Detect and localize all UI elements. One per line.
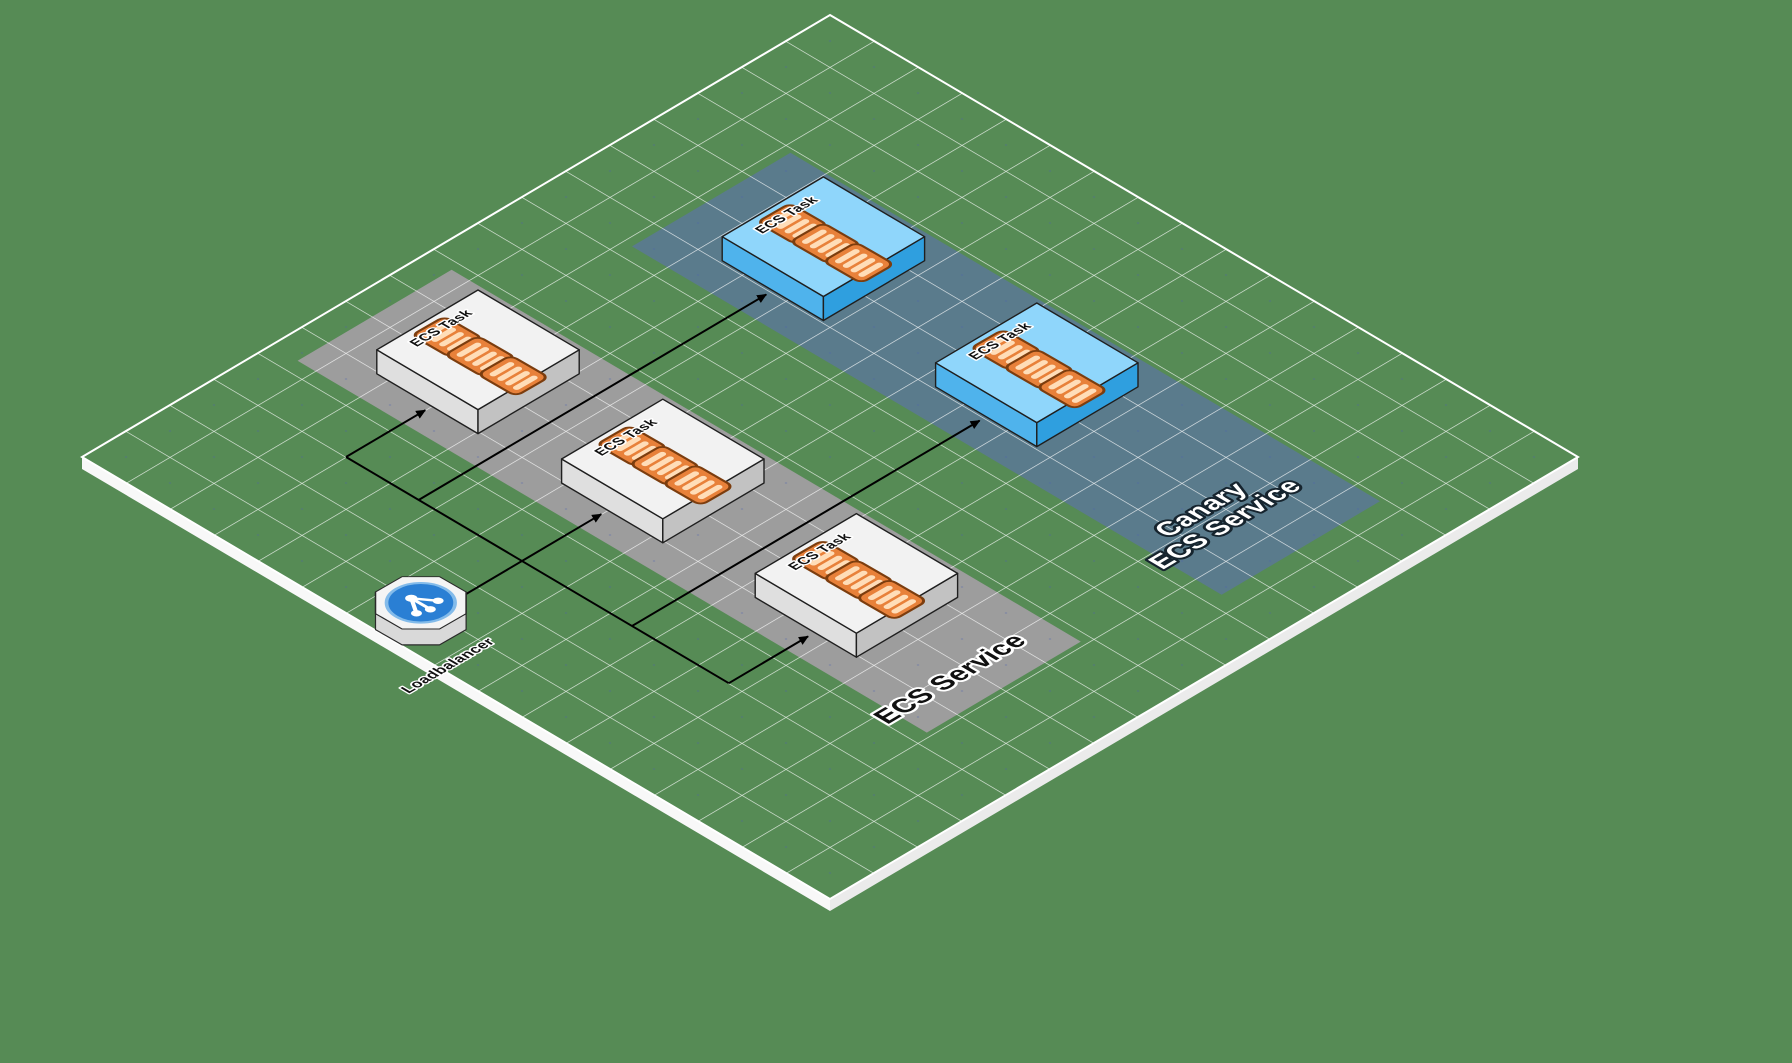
plane-outline xyxy=(80,13,1580,901)
arrow-to-canary-task-1 xyxy=(418,293,768,501)
arrow-to-task-3 xyxy=(728,635,809,685)
connection-arrows xyxy=(345,293,981,685)
plane-edge-right xyxy=(830,457,1578,911)
arrow-bus xyxy=(345,456,730,685)
arrow-to-task-1 xyxy=(345,409,427,458)
arrow-to-canary-task-2 xyxy=(631,419,981,627)
plane-edge-left xyxy=(82,457,830,911)
loadbalancer-node xyxy=(374,576,467,646)
share-network-icon xyxy=(405,594,444,617)
arrow-to-task-2 xyxy=(521,513,603,562)
